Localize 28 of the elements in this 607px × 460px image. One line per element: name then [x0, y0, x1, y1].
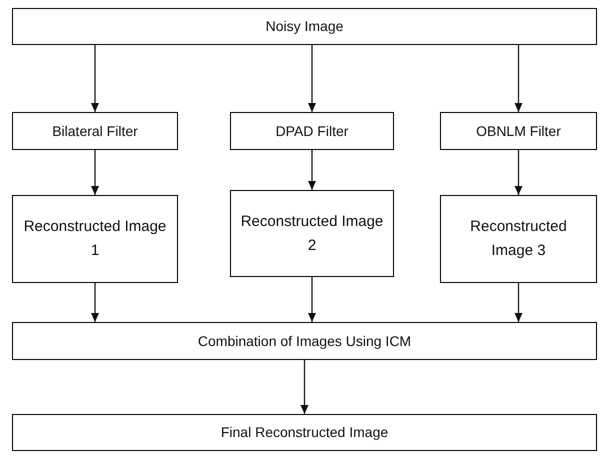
box-label: Reconstructed Image 1 [22, 217, 168, 261]
arrow [91, 45, 99, 112]
arrow [91, 283, 99, 322]
box-label: OBNLM Filter [476, 122, 561, 141]
arrow [514, 283, 522, 322]
box-label: Final Reconstructed Image [220, 423, 388, 442]
box-label: DPAD Filter [276, 122, 348, 141]
process-box [12, 195, 178, 283]
arrow [308, 150, 316, 190]
arrow [308, 45, 316, 112]
arrow [300, 360, 308, 414]
arrow [514, 45, 522, 112]
box-label: Noisy Image [266, 17, 344, 36]
process-box [12, 414, 597, 451]
process-box [12, 322, 597, 360]
box-label: Reconstructed Image 2 [240, 212, 384, 256]
process-box [440, 195, 597, 283]
process-box [230, 190, 394, 277]
box-label: Bilateral Filter [52, 122, 138, 141]
process-box [440, 112, 597, 150]
process-box [230, 112, 394, 150]
box-label: Reconstructed Image 3 [469, 217, 568, 261]
process-box [12, 112, 178, 150]
process-box [12, 8, 597, 45]
arrow [514, 150, 522, 195]
arrow [91, 150, 99, 195]
arrow [308, 277, 316, 322]
box-label: Combination of Images Using ICM [198, 332, 412, 351]
